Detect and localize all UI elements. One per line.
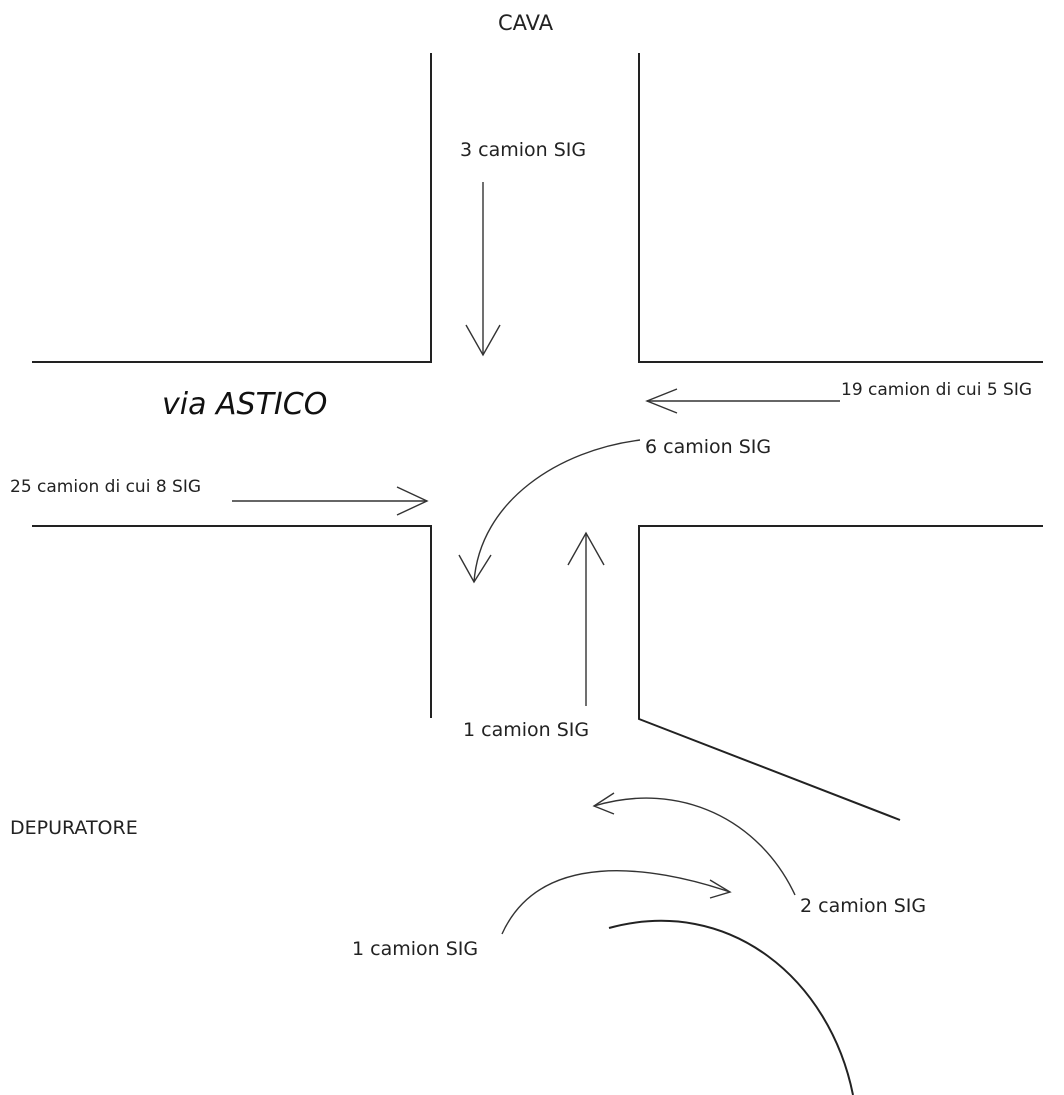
label-depuratore: DEPURATORE [10,817,138,839]
arrowhead-from-west [396,486,429,516]
flow-east-turn: 6 camion SIG [645,436,771,458]
arrowhead-from-south [567,531,605,566]
road-edge-north-west [32,53,432,363]
flow-lower-left: 1 camion SIG [352,938,478,960]
flow-from-east: 19 camion di cui 5 SIG [841,380,1032,400]
road-edge-north-east [638,53,1043,363]
flow-lower-right: 2 camion SIG [800,895,926,917]
flow-from-south: 1 camion SIG [463,719,589,741]
label-street: via ASTICO [162,387,327,422]
flow-from-cava: 3 camion SIG [460,139,586,161]
labels: CAVA via ASTICO DEPURATORE 3 camion SIG … [10,11,1032,960]
road-edge-south-west [32,525,432,718]
arrowhead-lower-left [709,879,732,899]
arrow-east-turn [473,439,641,583]
arrow-lower-right [593,797,796,896]
arrowhead-east-turn [458,554,492,584]
arrowhead-from-cava [465,324,501,357]
road-edge-south-east [638,525,1043,821]
arrowhead-lower-right [592,792,615,815]
road-edges [32,53,1043,1095]
road-edge-curve [608,919,854,1095]
arrow-lower-left [501,870,731,935]
arrowhead-from-east [645,388,678,414]
label-cava: CAVA [498,11,554,35]
flow-arrows [232,182,840,935]
flow-from-west: 25 camion di cui 8 SIG [10,477,201,497]
